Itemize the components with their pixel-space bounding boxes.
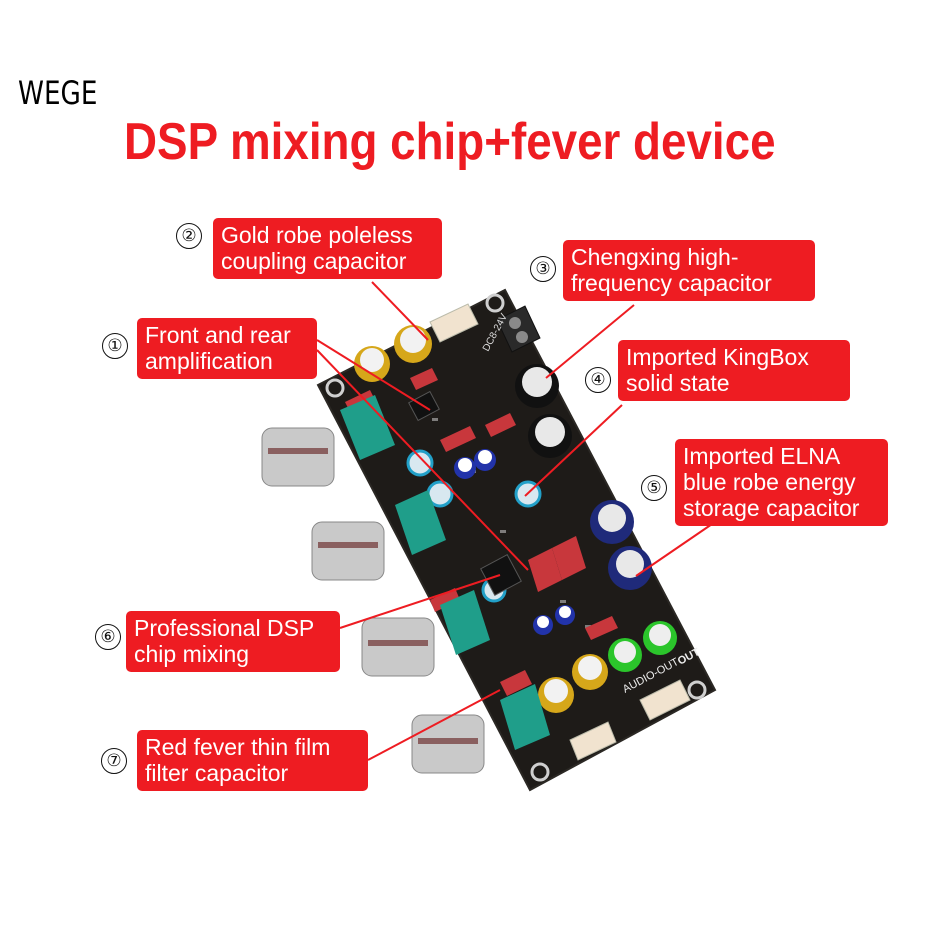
callout-5-line-2: blue robe energy bbox=[683, 469, 856, 495]
callout-label-7: Red fever thin film filter capacitor bbox=[137, 730, 368, 791]
leader-5 bbox=[635, 521, 716, 577]
callout-1-line-1: Front and rear bbox=[145, 322, 291, 348]
page-title: DSP mixing chip+fever device bbox=[124, 113, 776, 171]
callout-number-5: ⑤ bbox=[641, 475, 667, 501]
pot-3 bbox=[361, 590, 490, 677]
dsp-chip bbox=[480, 554, 522, 596]
pot-2 bbox=[311, 490, 446, 581]
potentiometers bbox=[261, 395, 550, 774]
callout-label-6: Professional DSP chip mixing bbox=[126, 611, 340, 672]
leader-6 bbox=[339, 574, 501, 629]
leader-3 bbox=[545, 304, 635, 379]
callout-number-7: ⑦ bbox=[101, 748, 127, 774]
callout-number-6: ⑥ bbox=[95, 624, 121, 650]
callout-5-line-3: storage capacitor bbox=[683, 495, 860, 521]
callout-label-1: Front and rear amplification bbox=[137, 318, 317, 379]
black-capacitors bbox=[515, 364, 572, 458]
callout-label-3: Chengxing high- frequency capacitor bbox=[563, 240, 815, 301]
callout-4-line-2: solid state bbox=[626, 370, 730, 396]
power-connector bbox=[429, 303, 479, 343]
brand-logo: WEGE bbox=[18, 74, 98, 112]
callout-label-2: Gold robe poleless coupling capacitor bbox=[213, 218, 442, 279]
pot-1 bbox=[261, 395, 395, 487]
mounting-holes bbox=[325, 293, 707, 782]
leader-2 bbox=[371, 281, 429, 341]
callout-3-line-2: frequency capacitor bbox=[571, 270, 772, 296]
green-capacitors bbox=[608, 621, 677, 672]
callout-2-line-2: coupling capacitor bbox=[221, 248, 407, 274]
red-film-capacitors bbox=[345, 368, 618, 696]
callout-label-5: Imported ELNA blue robe energy storage c… bbox=[675, 439, 888, 526]
leader-4 bbox=[524, 404, 623, 497]
callout-7-line-2: filter capacitor bbox=[145, 760, 289, 786]
callout-6-line-2: chip mixing bbox=[134, 641, 250, 667]
callout-7-line-1: Red fever thin film bbox=[145, 734, 331, 760]
callout-number-4: ④ bbox=[585, 367, 611, 393]
callout-label-4: Imported KingBox solid state bbox=[618, 340, 850, 401]
leader-lines bbox=[316, 281, 716, 761]
audio-out-connector bbox=[639, 679, 691, 721]
callout-5-line-1: Imported ELNA bbox=[683, 443, 841, 469]
callout-number-3: ③ bbox=[530, 256, 556, 282]
blue-capacitors bbox=[454, 449, 652, 635]
callout-6-line-1: Professional DSP bbox=[134, 615, 315, 641]
callout-number-2: ② bbox=[176, 223, 202, 249]
callout-3-line-1: Chengxing high- bbox=[571, 244, 739, 270]
callout-4-line-1: Imported KingBox bbox=[626, 344, 809, 370]
audio-in-connector bbox=[569, 721, 617, 761]
dc-terminal-block bbox=[496, 305, 541, 353]
callout-2-line-1: Gold robe poleless bbox=[221, 222, 413, 248]
leader-7 bbox=[367, 689, 501, 761]
solid-state-capacitors bbox=[406, 449, 542, 603]
pot-4 bbox=[411, 684, 550, 774]
callout-1-line-2: amplification bbox=[145, 348, 273, 374]
leader-1b bbox=[316, 349, 529, 571]
callout-number-1: ① bbox=[102, 333, 128, 359]
leader-1a bbox=[316, 339, 431, 411]
